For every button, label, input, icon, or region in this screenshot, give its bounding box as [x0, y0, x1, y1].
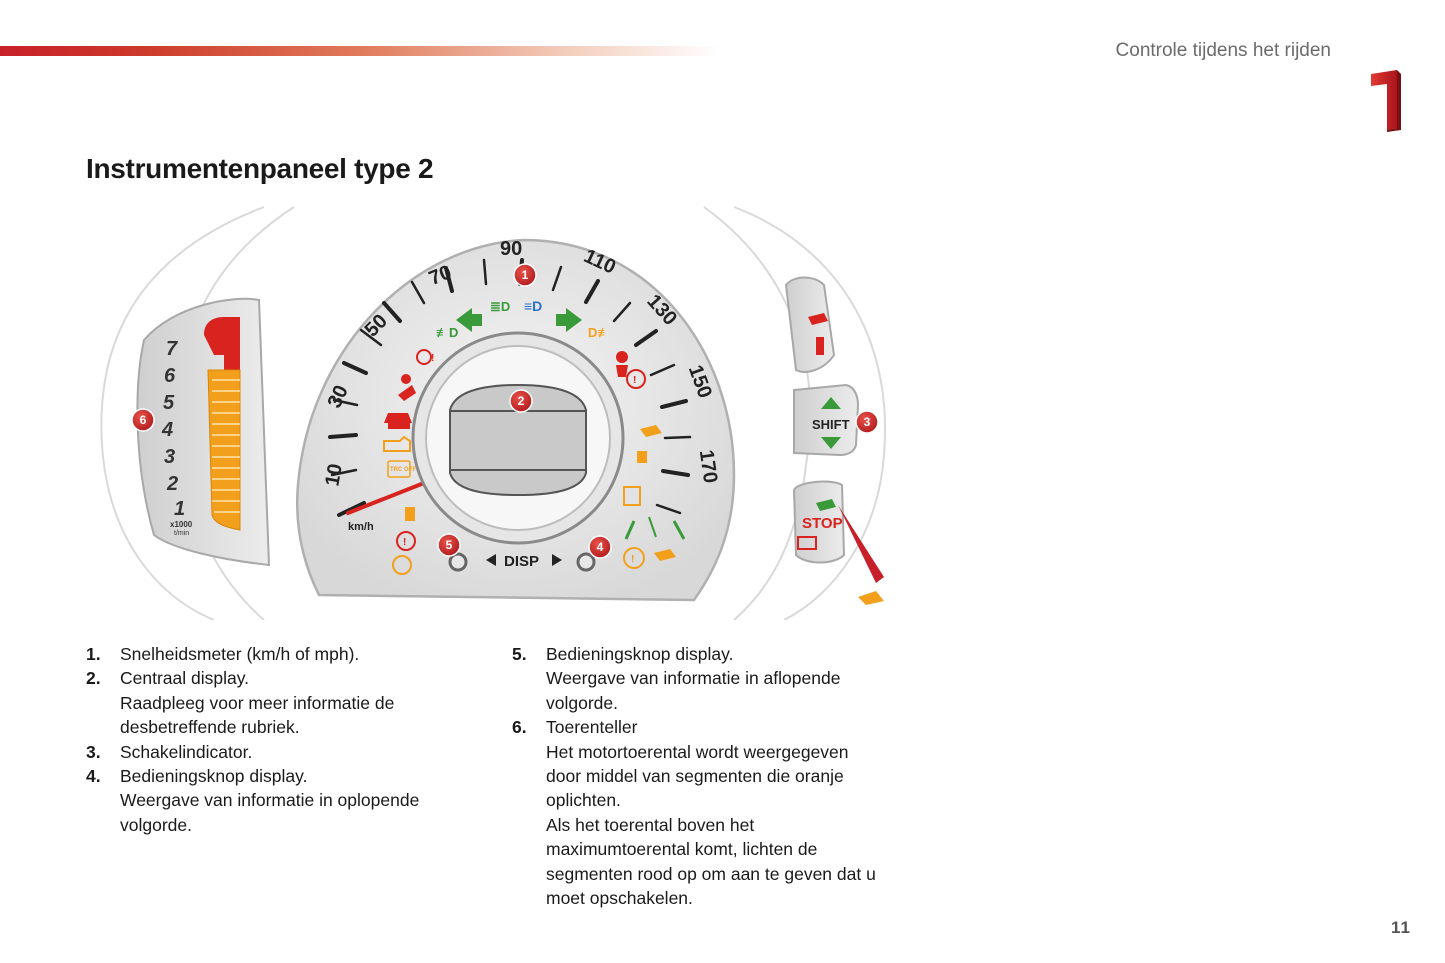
steering-warning-icon: [416, 349, 432, 365]
oil-pressure-icon: [808, 313, 828, 325]
callout-5: [437, 533, 461, 557]
svg-text:5: 5: [446, 538, 453, 552]
legend-column-left: 1. Snelheidsmeter (km/h of mph). 2. Cent…: [86, 642, 486, 837]
page-title: Instrumentenpaneel type 2: [86, 153, 434, 184]
speedometer-needle: [346, 481, 426, 515]
callout-3: [855, 410, 879, 434]
chapter-number-badge: 1: [1371, 70, 1401, 132]
disp-label: DISP: [504, 553, 539, 570]
callout-6: [131, 408, 155, 432]
cluster-housing: [100, 206, 887, 620]
page-number: 11: [1391, 918, 1411, 937]
legend-column-right: 5. Bedieningsknop display. Weergave van …: [512, 642, 932, 910]
trc-off-icon: [387, 460, 411, 478]
callout-4: [588, 535, 612, 559]
speed-tick-label: 10: [321, 462, 347, 488]
abs-icon: [392, 555, 412, 575]
rpm-segment-lines: [212, 379, 240, 513]
rear-fog-icon: D≢: [588, 325, 610, 340]
stop-start-off-icon: [654, 549, 676, 561]
service-icon: [623, 486, 641, 506]
lane-assist-icon: [648, 516, 657, 538]
front-fog-icon: ≢D: [436, 325, 458, 340]
pointer-wedge: [838, 505, 884, 583]
legend-item-6: 6. Toerenteller Het motortoerental wordt…: [512, 717, 876, 909]
tyre-pressure-icon: [623, 547, 645, 569]
gearshift-pod: [793, 383, 860, 457]
lane-left-icon: [624, 520, 636, 540]
lane-right-icon: [672, 520, 686, 540]
rpm-redzone: [204, 317, 240, 370]
rpm-tick-label: 5: [163, 392, 175, 414]
shift-down-arrow-icon: [821, 437, 841, 449]
disp-left-arrow-icon: [486, 554, 496, 566]
stop-start-active-icon: [816, 499, 836, 511]
section-title: Controle tijdens het rijden: [1115, 40, 1331, 61]
svg-text:1: 1: [522, 268, 529, 282]
turn-right-arrow-icon: [566, 308, 582, 332]
seatbelt-icon: [616, 351, 628, 363]
svg-text:!: !: [631, 554, 634, 565]
brake-warning-icon: [396, 531, 416, 551]
oil-temp-pod: [784, 276, 836, 373]
display-button-ascending[interactable]: [576, 552, 596, 572]
warning-lamps: ≣D ≡D ≢D D≢ ! TRC OFF ! ! !: [383, 298, 686, 575]
battery-icon: [797, 536, 817, 550]
legend-item-4: 4. Bedieningsknop display. Weergave van …: [86, 766, 420, 835]
svg-text:4: 4: [597, 540, 604, 554]
rpm-unit: x1000: [170, 520, 193, 529]
legend-item-5: 5. Bedieningsknop display. Weergave van …: [512, 644, 841, 713]
svg-text:6: 6: [140, 413, 147, 427]
disp-right-arrow-icon: [552, 554, 562, 566]
callout-1: [513, 263, 537, 287]
speed-tick-label: 90: [500, 238, 522, 260]
rpm-tick-label: 6: [164, 365, 176, 387]
rpm-tick-label: 1: [174, 498, 185, 520]
svg-text:3: 3: [864, 415, 871, 429]
engine-check-icon: [383, 435, 411, 452]
instrument-cluster-illustration: 7 6 5 4 3 2 1 x1000 t/min: [100, 206, 887, 620]
stop-start-fault-icon: [858, 591, 884, 605]
low-beam-icon: ≣D: [490, 299, 510, 314]
fuel-icon: [405, 507, 415, 521]
rpm-tick-label: 7: [166, 338, 178, 360]
airbag-icon: [401, 374, 411, 384]
stop-label: STOP: [802, 515, 843, 532]
callouts: 1 2 3 4 5 6: [131, 263, 879, 559]
esp-off-icon: [637, 451, 647, 463]
legend-item-3: 3. Schakelindicator.: [86, 741, 253, 762]
rpm-scale: 7 6 5 4 3 2 1: [161, 338, 185, 520]
callout-2: [509, 389, 533, 413]
turn-left-arrow-icon: [456, 308, 472, 332]
shift-label: SHIFT: [812, 417, 850, 432]
rpm-segments: [207, 369, 241, 531]
legend-item-2: 2. Centraal display. Raadpleeg voor meer…: [86, 668, 395, 738]
legend-item-1: 1. Snelheidsmeter (km/h of mph).: [86, 644, 360, 664]
svg-text:TRC OFF: TRC OFF: [390, 467, 416, 473]
svg-text:!: !: [633, 375, 636, 386]
speed-tick-label: 170: [695, 449, 721, 485]
svg-text:2: 2: [518, 394, 525, 408]
system-warning-icon: [626, 369, 646, 389]
door-open-icon: [384, 413, 412, 423]
high-beam-icon: ≡D: [524, 298, 542, 314]
rpm-tick-label: 2: [166, 473, 178, 495]
rpm-unit-sub: t/min: [174, 530, 189, 537]
tachometer-pod: [136, 297, 271, 567]
svg-text:!: !: [431, 353, 434, 364]
low-oil-icon: [640, 425, 662, 437]
display-button-descending[interactable]: [448, 552, 468, 572]
svg-text:!: !: [403, 537, 406, 548]
coolant-temp-icon: [816, 337, 824, 355]
rpm-tick-label: 3: [164, 446, 175, 468]
speed-unit: km/h: [348, 521, 374, 533]
rpm-tick-label: 4: [161, 419, 173, 441]
header-accent-bar: [0, 46, 720, 56]
shift-up-arrow-icon: [821, 397, 841, 409]
